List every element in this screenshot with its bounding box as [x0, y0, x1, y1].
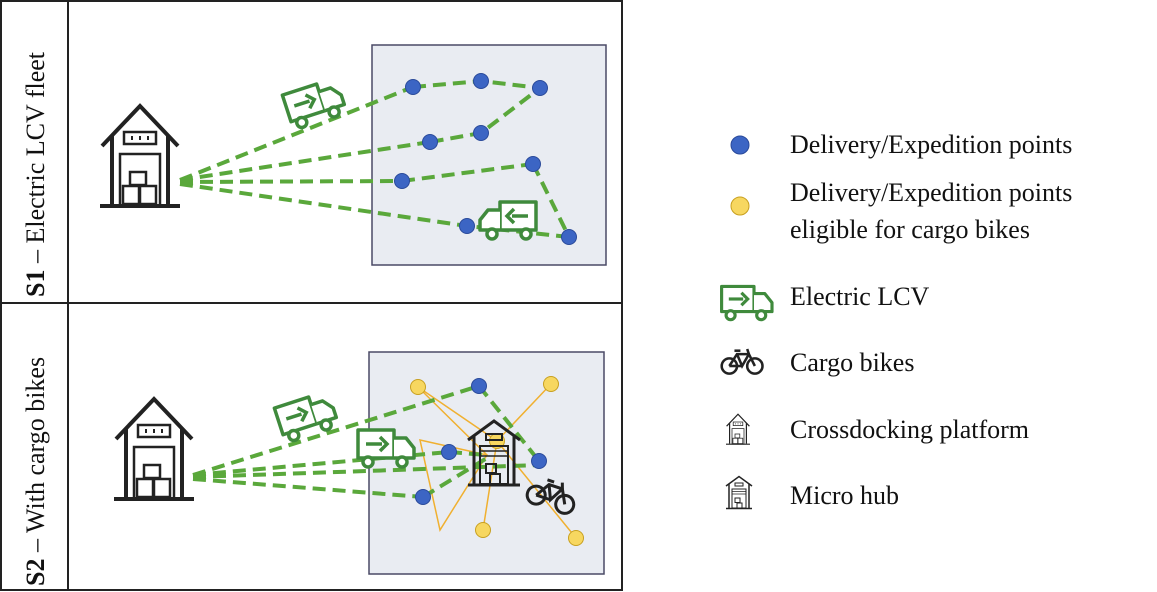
s2-panel — [112, 351, 605, 575]
route — [179, 182, 468, 228]
legend-label: Cargo bikes — [790, 348, 914, 377]
electric-van-icon — [280, 76, 349, 133]
s1-panel — [98, 44, 607, 266]
legend-item-crossdocking: Crossdocking platform — [725, 413, 1029, 445]
route — [179, 85, 414, 182]
cargo-bike-point — [410, 379, 426, 395]
delivery-point — [561, 229, 577, 245]
delivery-point — [531, 453, 547, 469]
route — [192, 463, 540, 479]
legend-item-cargo-bikes: Cargo bikes — [720, 347, 914, 377]
scenario-code-s1: S1 — [21, 270, 50, 297]
cargo-bike-point — [568, 530, 584, 546]
delivery-point — [441, 444, 457, 460]
warehouse-icon — [112, 397, 196, 501]
legend-label: Crossdocking platform — [790, 415, 1029, 444]
scenario-code-s2: S2 — [21, 559, 50, 586]
legend-label: Delivery/Expedition points — [790, 130, 1072, 159]
cargo-bike-point — [543, 376, 559, 392]
route — [179, 140, 431, 182]
legend-label: Delivery/Expedition points — [790, 178, 1072, 207]
route — [192, 477, 424, 499]
route — [531, 163, 571, 238]
delivery-point — [473, 73, 489, 89]
legend-label: eligible for cargo bikes — [790, 215, 1030, 244]
micro-hub-icon — [725, 475, 753, 510]
legend-item-electric-lcv: Electric LCV — [720, 282, 930, 322]
legend: Delivery/Expedition points Delivery/Expe… — [720, 130, 1072, 510]
legend-label: Electric LCV — [790, 282, 930, 311]
legend-item-delivery-points: Delivery/Expedition points — [730, 130, 1072, 159]
blue-dot-icon — [730, 135, 750, 155]
yellow-dot-icon — [730, 196, 750, 216]
route — [401, 162, 534, 183]
bicycle-icon — [720, 347, 764, 375]
delivery-point — [525, 156, 541, 172]
delivery-point — [473, 125, 489, 141]
delivery-point — [415, 489, 431, 505]
route — [179, 179, 403, 184]
warehouse-icon — [725, 413, 751, 445]
s1-delivery-points — [394, 73, 577, 245]
route — [192, 384, 480, 477]
scenario-label-s1: S1 – Electric LCV fleet — [21, 51, 50, 297]
cargo-bike-point — [475, 522, 491, 538]
s2-delivery-points — [415, 378, 547, 505]
scenario-label-s2: S2 – With cargo bikes — [21, 357, 50, 586]
warehouse-icon — [98, 104, 182, 208]
scenario-title-s2: – With cargo bikes — [21, 357, 50, 559]
legend-item-micro-hub: Micro hub — [725, 475, 899, 510]
scenario-frame — [0, 0, 623, 591]
route — [192, 450, 450, 477]
delivery-point — [459, 218, 475, 234]
route — [421, 456, 489, 499]
delivery-point — [532, 80, 548, 96]
electric-van-icon — [272, 389, 341, 446]
delivery-point — [405, 79, 421, 95]
delivery-point — [471, 378, 487, 394]
legend-label: Micro hub — [790, 481, 899, 510]
legend-item-cargo-bike-points: Delivery/Expedition points eligible for … — [730, 178, 1072, 244]
delivery-point — [422, 134, 438, 150]
route — [417, 386, 488, 532]
route — [477, 384, 541, 463]
electric-van-icon — [720, 284, 774, 322]
scenario-title-s1: – Electric LCV fleet — [21, 51, 50, 269]
delivery-point — [394, 173, 410, 189]
